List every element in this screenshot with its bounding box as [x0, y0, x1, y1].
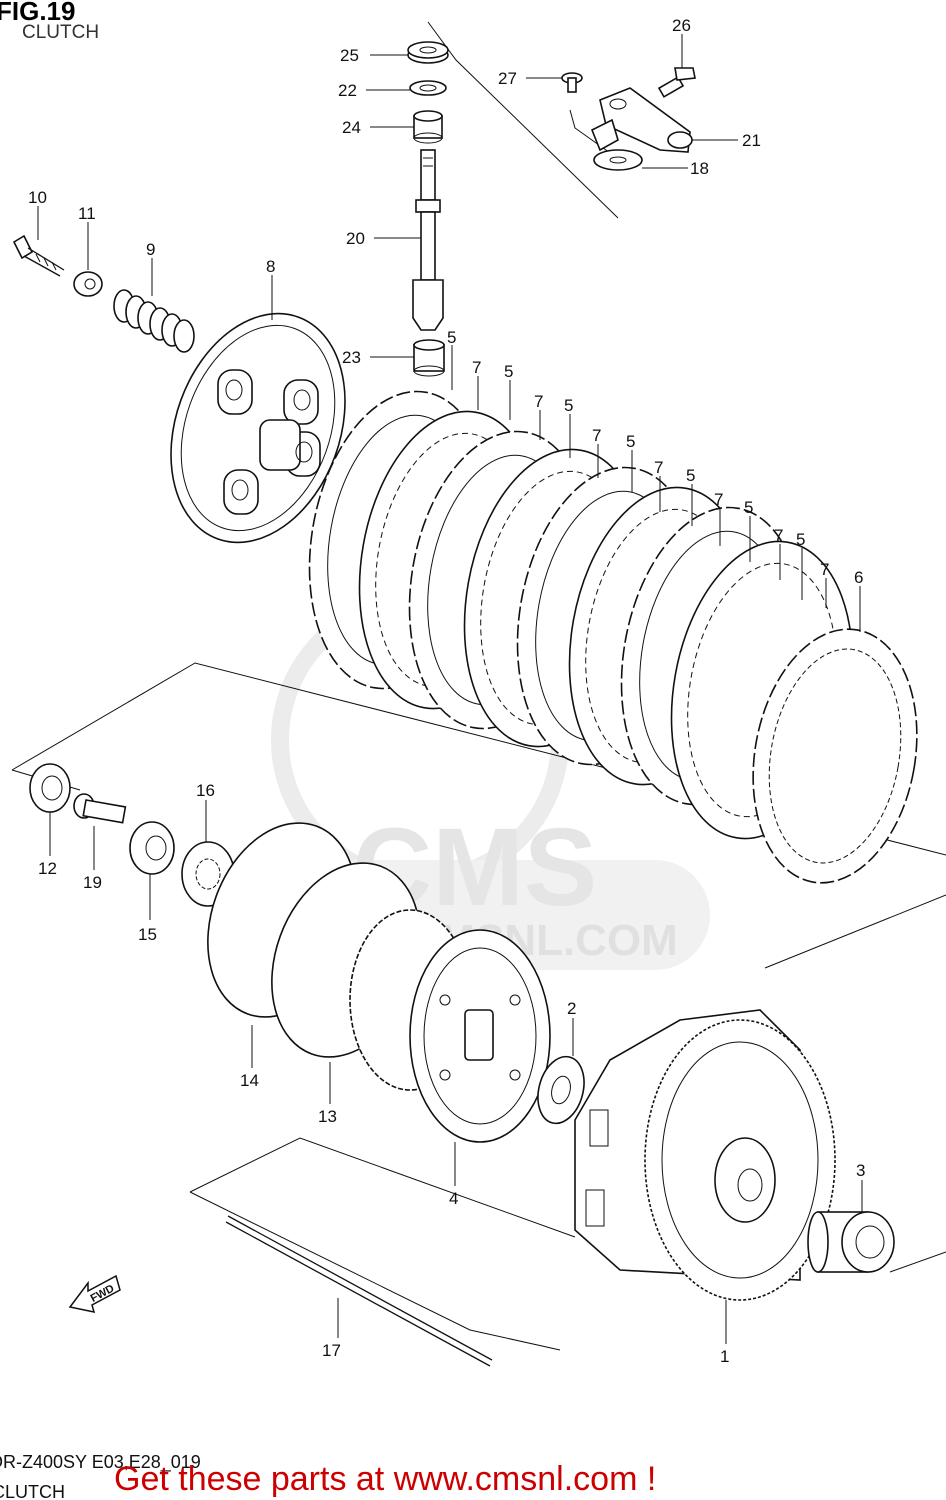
callout-5: 5 — [686, 466, 695, 485]
callout-18: 18 — [690, 159, 709, 178]
callout-9: 9 — [146, 240, 155, 259]
callout-7: 7 — [654, 458, 663, 477]
callout-12: 12 — [38, 859, 57, 878]
callout-16: 16 — [196, 781, 215, 800]
callout-25: 25 — [340, 46, 359, 65]
part-22-washer — [409, 80, 447, 96]
part-23-bearing — [413, 339, 445, 377]
part-12-bearing — [29, 763, 71, 813]
section-name: CLUTCH — [0, 1482, 65, 1500]
callout-7: 7 — [592, 426, 601, 445]
callout-7: 7 — [534, 392, 543, 411]
callout-21: 21 — [742, 131, 761, 150]
fwd-arrow-icon: FWD — [68, 1274, 121, 1313]
callout-7: 7 — [472, 358, 481, 377]
callout-8: 8 — [266, 257, 275, 276]
callout-4: 4 — [449, 1189, 458, 1208]
figure-title: FIG.19 — [0, 0, 75, 26]
callout-1: 1 — [720, 1347, 729, 1366]
callout-3: 3 — [856, 1161, 865, 1180]
callout-labels: 25 22 24 20 23 26 27 21 18 10 11 9 8 5 7… — [28, 16, 865, 1366]
callout-7: 7 — [774, 526, 783, 545]
callout-26: 26 — [672, 16, 691, 35]
callout-23: 23 — [342, 348, 361, 367]
callout-7: 7 — [714, 490, 723, 509]
plate-stack — [308, 390, 918, 884]
part-25-bearing — [407, 41, 449, 64]
part-10-bolt — [12, 234, 65, 277]
callout-5: 5 — [626, 432, 635, 451]
callout-19: 19 — [83, 873, 102, 892]
part-2-washer — [537, 1055, 585, 1125]
callout-14: 14 — [240, 1071, 259, 1090]
part-24-needle-bearing — [413, 110, 443, 144]
callout-7: 7 — [820, 560, 829, 579]
callout-5: 5 — [796, 530, 805, 549]
callout-22: 22 — [338, 81, 357, 100]
figure-subtitle: CLUTCH — [22, 22, 99, 43]
callout-27: 27 — [498, 69, 517, 88]
callout-24: 24 — [342, 118, 361, 137]
callout-5: 5 — [447, 328, 456, 347]
part-26-bolt — [657, 67, 696, 98]
callout-6: 6 — [854, 568, 863, 587]
callout-17: 17 — [322, 1341, 341, 1360]
callout-10: 10 — [28, 188, 47, 207]
part-19-pin — [73, 793, 127, 824]
promo-text: Get these parts at www.cmsnl.com ! — [114, 1460, 656, 1498]
leader-lines — [37, 34, 863, 1344]
part-3-spacer — [807, 1211, 895, 1273]
part-11-washer — [73, 271, 103, 297]
callout-2: 2 — [567, 999, 576, 1018]
part-27-screw — [561, 72, 583, 93]
fwd-label: FWD — [89, 1283, 117, 1305]
callout-5: 5 — [564, 396, 573, 415]
part-18-plate — [593, 149, 643, 171]
callout-15: 15 — [138, 925, 157, 944]
part-20-release-shaft — [412, 149, 444, 331]
part-1-primary-driven-gear — [574, 1009, 836, 1301]
callout-5: 5 — [744, 498, 753, 517]
part-8-pressure-plate — [170, 312, 346, 544]
part-21-release-arm — [590, 87, 693, 153]
part-4-clutch-sleeve-hub — [349, 909, 551, 1143]
part-17-push-rod — [225, 1215, 493, 1367]
part-9-spring — [113, 289, 195, 353]
part-15-nut — [129, 821, 175, 875]
callout-20: 20 — [346, 229, 365, 248]
callout-11: 11 — [78, 204, 96, 223]
model-code: DR-Z400SY E03,E28_019 — [0, 1452, 201, 1473]
callout-5: 5 — [504, 362, 513, 381]
callout-13: 13 — [318, 1107, 337, 1126]
